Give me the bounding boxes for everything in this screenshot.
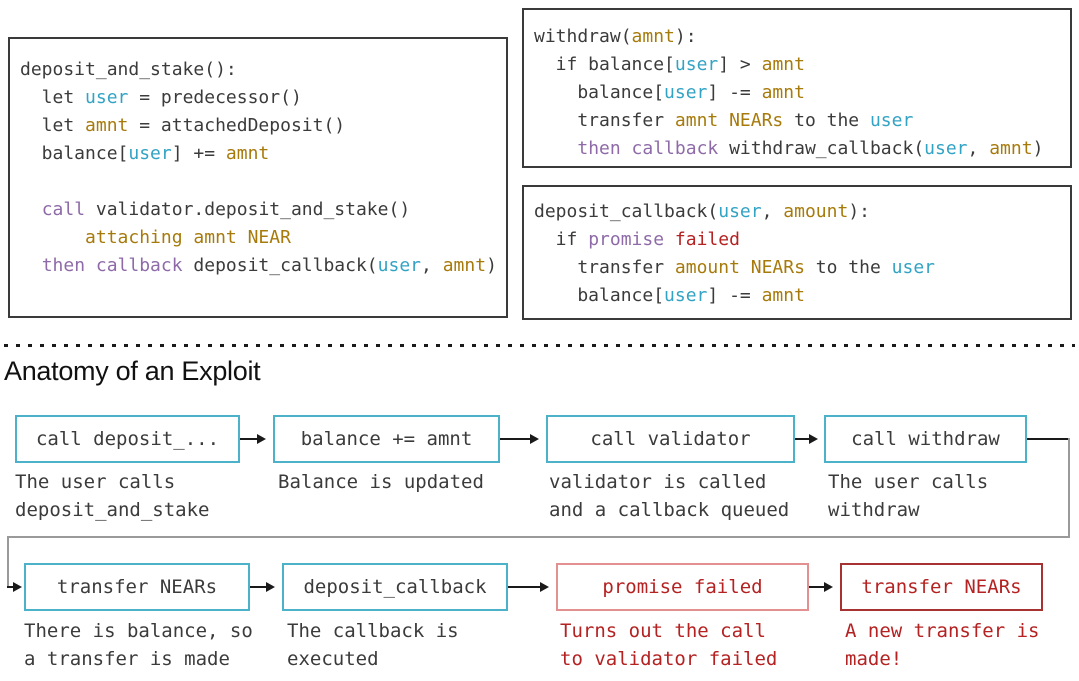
flow-box-call-withdraw: call withdraw — [824, 415, 1027, 463]
arrow-right-icon — [240, 434, 266, 444]
code-panel-deposit-and-stake: deposit_and_stake(): let user = predeces… — [8, 37, 508, 318]
dotted-separator — [4, 344, 1075, 347]
arrow-right-icon — [809, 582, 833, 592]
code-panel-withdraw: withdraw(amnt): if balance[user] > amnt … — [522, 8, 1072, 168]
code-line: balance[user] += amnt — [20, 143, 270, 164]
code-line: balance[user] -= amnt — [534, 285, 805, 306]
flow-box-deposit-callback: deposit_callback — [282, 563, 508, 611]
caption-line: validator is called — [549, 471, 767, 493]
caption-line: to validator failed — [560, 648, 778, 670]
caption-line: There is balance, so — [24, 620, 253, 642]
flow-caption: Balance is updated — [278, 468, 484, 496]
caption-line: made! — [845, 648, 903, 670]
code-line: attaching amnt NEAR — [85, 227, 291, 248]
arrow-right-icon — [500, 434, 539, 444]
code-line: deposit_and_stake(): — [20, 59, 237, 80]
code-line: then callback deposit_callback(user, amn… — [41, 255, 497, 276]
caption-line: A new transfer is — [845, 620, 1040, 642]
connector-segment — [1027, 438, 1070, 440]
code-line: let user = predecessor() — [20, 87, 302, 108]
connector-segment — [7, 536, 1070, 538]
arrow-right-icon — [250, 582, 275, 592]
arrow-right-icon — [7, 582, 22, 592]
caption-line: Balance is updated — [278, 471, 484, 493]
caption-line: deposit_and_stake — [15, 499, 210, 521]
flow-box-promise-failed: promise failed — [556, 563, 809, 611]
flow-caption: Turns out the call to validator failed — [560, 617, 777, 673]
connector-segment — [1068, 438, 1070, 538]
caption-line: executed — [287, 648, 379, 670]
code-line: withdraw(amnt): — [534, 26, 697, 47]
code-line: if promise failed — [534, 229, 740, 250]
caption-line: The callback is — [287, 620, 459, 642]
caption-line: and a callback queued — [549, 499, 790, 521]
section-heading: Anatomy of an Exploit — [4, 356, 261, 386]
caption-line: withdraw — [828, 499, 920, 521]
flow-box-new-transfer: transfer NEARs — [840, 563, 1043, 611]
flow-caption: The user calls deposit_and_stake — [15, 468, 209, 524]
code-line: if balance[user] > amnt — [534, 54, 805, 75]
code-line: transfer amount NEARs to the user — [534, 257, 935, 278]
code-line: balance[user] -= amnt — [534, 82, 805, 103]
code-line: let amnt = attachedDeposit() — [20, 115, 346, 136]
code-line: transfer amnt NEARs to the user — [534, 110, 914, 131]
flow-box-balance-update: balance += amnt — [273, 415, 500, 463]
code-panel-deposit-callback: deposit_callback(user, amount): if promi… — [522, 185, 1072, 320]
flow-box-transfer-nears: transfer NEARs — [24, 563, 250, 611]
arrow-right-icon — [508, 582, 549, 592]
flow-box-call-validator: call validator — [546, 415, 795, 463]
code-line — [20, 168, 498, 196]
flow-caption: A new transfer is made! — [845, 617, 1039, 673]
caption-line: a transfer is made — [24, 648, 230, 670]
code-line: call validator.deposit_and_stake() — [41, 199, 411, 220]
connector-segment — [7, 536, 9, 588]
flow-caption: validator is called and a callback queue… — [549, 468, 789, 524]
flow-caption: The callback is executed — [287, 617, 459, 673]
code-line: then callback withdraw_callback(user, am… — [577, 138, 1044, 159]
arrow-right-icon — [795, 434, 818, 444]
caption-line: The user calls — [828, 471, 989, 493]
flow-caption: There is balance, so a transfer is made — [24, 617, 253, 673]
code-line: deposit_callback(user, amount): — [534, 201, 870, 222]
caption-line: Turns out the call — [560, 620, 766, 642]
flow-box-call-deposit: call deposit_... — [15, 415, 240, 463]
flow-caption: The user calls withdraw — [828, 468, 988, 524]
caption-line: The user calls — [15, 471, 176, 493]
